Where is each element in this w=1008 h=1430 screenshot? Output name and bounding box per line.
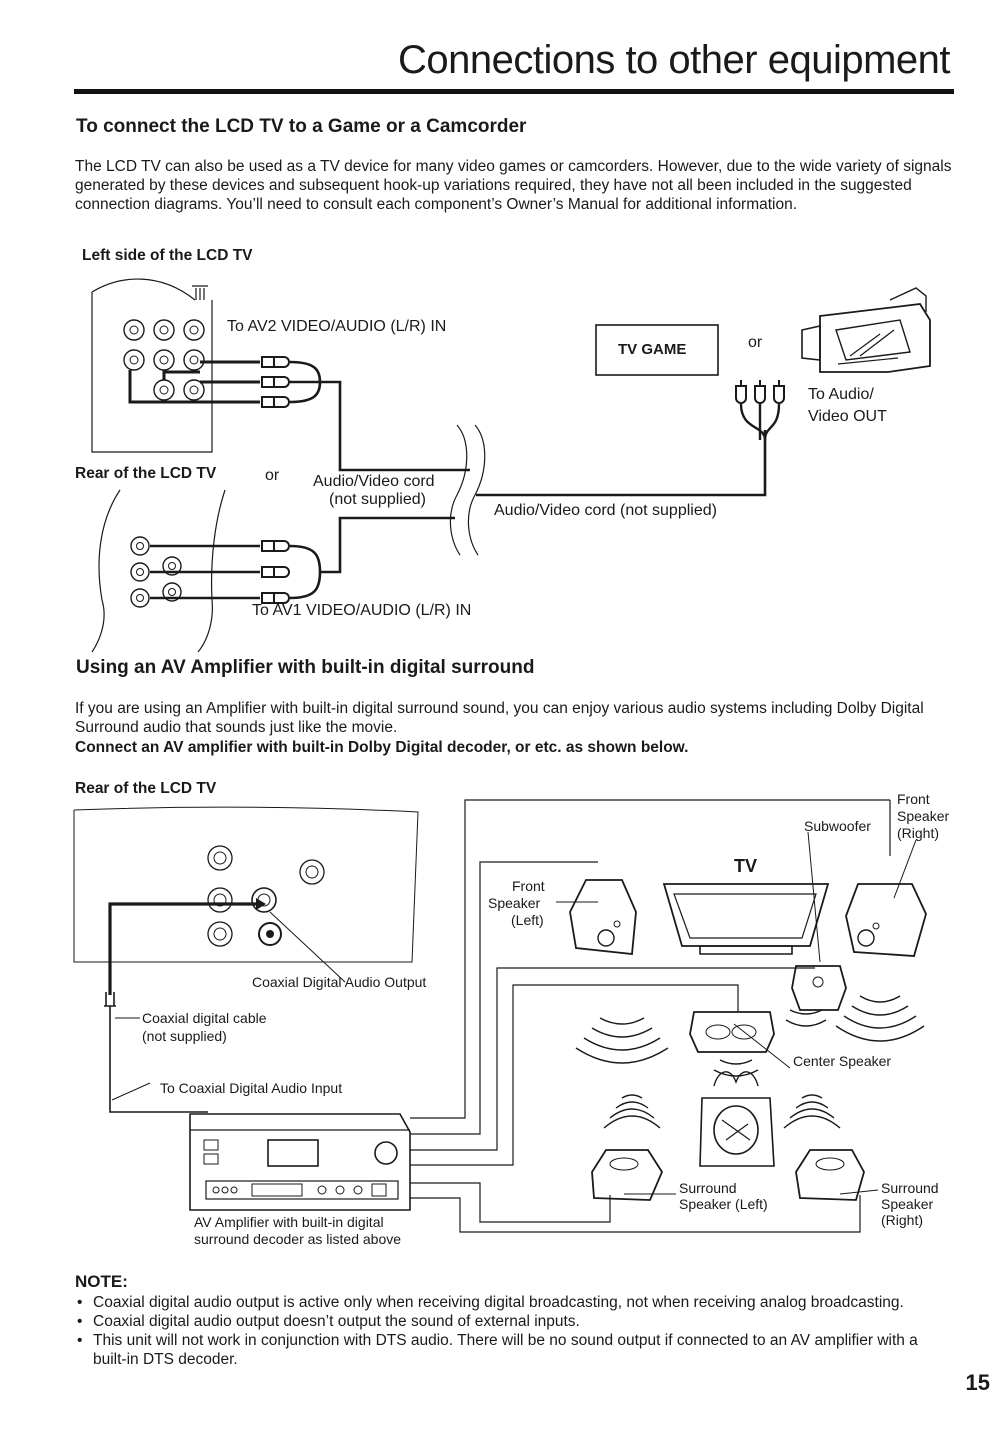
center-speaker-label: Center Speaker bbox=[793, 1053, 892, 1069]
tv-label: TV bbox=[734, 856, 758, 876]
av2-plugs-icon bbox=[261, 356, 290, 408]
tv-game-label: TV GAME bbox=[618, 341, 687, 358]
rear-label-2: Rear of the LCD TV bbox=[75, 780, 217, 797]
page-title: Connections to other equipment bbox=[397, 38, 951, 82]
coax-output-jacks-icon bbox=[207, 845, 325, 947]
amplifier-label-2: surround decoder as listed above bbox=[194, 1231, 402, 1247]
left-side-label: Left side of the LCD TV bbox=[82, 247, 253, 264]
av1-plugs-icon bbox=[261, 540, 290, 604]
page-number: 15 bbox=[965, 1370, 990, 1395]
rear-label-1: Rear of the LCD TV bbox=[75, 465, 217, 482]
section-heading-av-amplifier: Using an AV Amplifier with built-in digi… bbox=[76, 657, 535, 678]
front-left-label-3: (Left) bbox=[511, 912, 544, 928]
coax-output-label: Coaxial Digital Audio Output bbox=[252, 974, 427, 990]
note-item: Coaxial digital audio output doesn’t out… bbox=[75, 1312, 955, 1331]
listener-icon bbox=[699, 1071, 775, 1167]
front-right-label-1: Front bbox=[897, 791, 930, 807]
surround-left-label-2: Speaker (Left) bbox=[679, 1196, 768, 1212]
note-item: Coaxial digital audio output is active o… bbox=[75, 1293, 955, 1312]
av2-input-label: To AV2 VIDEO/AUDIO (L/R) IN bbox=[227, 318, 447, 335]
section-body-av-amplifier: If you are using an Amplifier with built… bbox=[75, 700, 924, 736]
center-speaker-icon bbox=[689, 1011, 775, 1053]
title-rule bbox=[74, 89, 954, 94]
surround-right-speaker-icon bbox=[795, 1149, 865, 1201]
tv-set-icon bbox=[662, 883, 830, 955]
subwoofer-icon bbox=[791, 965, 847, 1011]
or-label-mid: or bbox=[265, 467, 280, 484]
camcorder-icon bbox=[801, 287, 931, 373]
surround-right-label-1: Surround bbox=[881, 1180, 939, 1196]
front-right-label-2: Speaker bbox=[897, 808, 950, 824]
front-right-label-3: (Right) bbox=[897, 825, 940, 841]
cord-label-1: Audio/Video cord bbox=[313, 473, 435, 490]
av-out-plugs-icon bbox=[735, 380, 785, 404]
av2-jacks-icon bbox=[123, 319, 205, 401]
av1-input-label: To AV1 VIDEO/AUDIO (L/R) IN bbox=[252, 602, 472, 619]
front-left-label-1: Front bbox=[512, 878, 545, 894]
av-out-label-2: Video OUT bbox=[808, 408, 887, 425]
front-left-speaker-icon bbox=[569, 879, 637, 955]
subwoofer-label: Subwoofer bbox=[804, 818, 871, 834]
tv-game-box bbox=[595, 324, 719, 376]
coax-input-label: To Coaxial Digital Audio Input bbox=[160, 1080, 343, 1096]
surround-right-label-2: Speaker bbox=[881, 1196, 934, 1212]
or-label-top: or bbox=[748, 334, 763, 351]
surround-left-speaker-icon bbox=[591, 1149, 664, 1201]
cord-label-2: (not supplied) bbox=[329, 491, 426, 508]
section-heading-game-camcorder: To connect the LCD TV to a Game or a Cam… bbox=[76, 116, 527, 137]
section-body-bold: Connect an AV amplifier with built-in Do… bbox=[75, 739, 689, 756]
sound-waves-icon bbox=[575, 995, 925, 1129]
coax-cable-label-1: Coaxial digital cable bbox=[142, 1010, 267, 1026]
front-right-speaker-icon bbox=[845, 883, 927, 957]
note-list: Coaxial digital audio output is active o… bbox=[75, 1293, 955, 1369]
front-left-label-2: Speaker bbox=[488, 895, 541, 911]
coax-cable-label-2: (not supplied) bbox=[142, 1028, 227, 1044]
cord-label-long: Audio/Video cord (not supplied) bbox=[494, 502, 717, 519]
note-item: This unit will not work in conjunction w… bbox=[75, 1331, 955, 1369]
av-amplifier-icon bbox=[189, 1113, 411, 1211]
amplifier-label-1: AV Amplifier with built-in digital bbox=[194, 1214, 384, 1230]
av1-jacks-icon bbox=[130, 536, 182, 608]
note-title: NOTE: bbox=[75, 1272, 128, 1291]
section-body-game-camcorder: The LCD TV can also be used as a TV devi… bbox=[75, 158, 952, 213]
av-out-label-1: To Audio/ bbox=[808, 386, 874, 403]
surround-right-label-3: (Right) bbox=[881, 1212, 924, 1228]
surround-left-label-1: Surround bbox=[679, 1180, 737, 1196]
